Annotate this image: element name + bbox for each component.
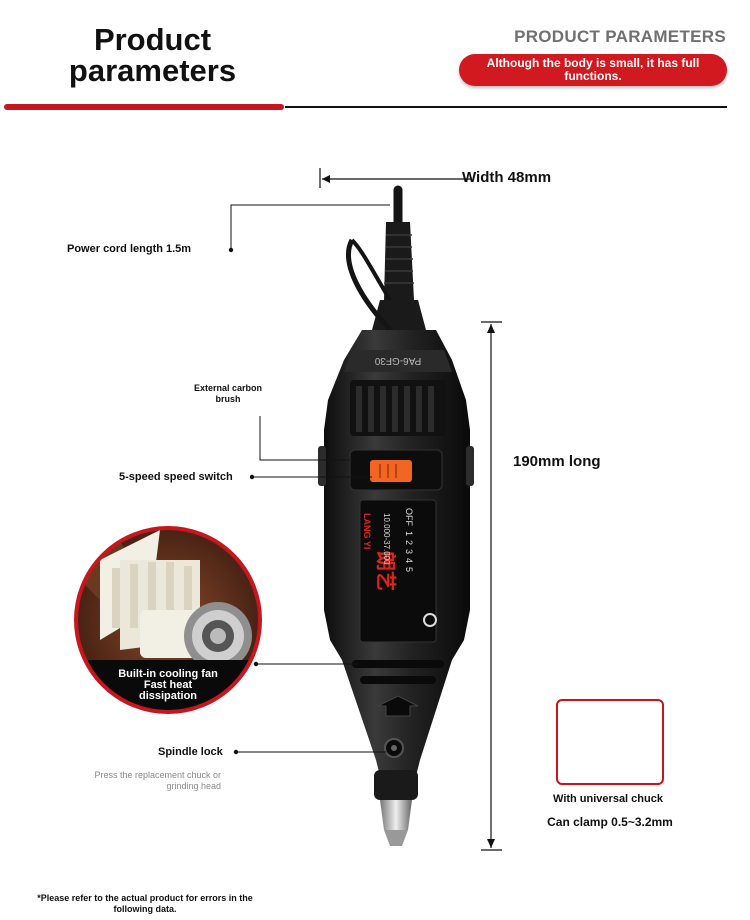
- speed-scale-2: 2: [404, 540, 414, 545]
- speed-scale-4: 4: [404, 558, 414, 563]
- title-line-1: Product: [93, 22, 212, 57]
- cooling-fan-label: Built-in cooling fan Fast heat dissipati…: [96, 669, 240, 702]
- brand-en: LANG YI: [362, 513, 372, 549]
- header-divider: [285, 106, 727, 108]
- chuck-frame: [556, 699, 664, 785]
- footnote: *Please refer to the actual product for …: [20, 893, 270, 915]
- width-dimension-arrow: [319, 168, 472, 188]
- rotary-tool-body: PA6-GF30 OFF 1 2 3 4 5 朗艺 LANG YI 10.0: [318, 330, 474, 846]
- tagline-pill: Although the body is small, it has full …: [459, 54, 727, 86]
- speed-scale-5: 5: [404, 567, 414, 572]
- callout-dots: [228, 247, 259, 755]
- power-cord-label: Power cord length 1.5m: [67, 243, 192, 255]
- speed-scale-off: OFF: [404, 508, 414, 526]
- cooling-fan-line-1: Built-in cooling fan: [118, 668, 218, 680]
- speed-scale-3: 3: [404, 549, 414, 554]
- footnote-line-2: following data.: [113, 904, 177, 914]
- footnote-line-1: *Please refer to the actual product for …: [37, 893, 253, 903]
- chuck-caption: With universal chuck: [553, 793, 663, 805]
- callout-leader-lines: [230, 204, 390, 753]
- cooling-fan-line-3: dissipation: [138, 690, 198, 702]
- spindle-lock-note: Press the replacement chuck or grinding …: [60, 770, 221, 792]
- carbon-brush-line-1: External carbon: [193, 383, 263, 393]
- tagline-text: Although the body is small, it has full …: [486, 56, 700, 83]
- length-dimension-arrow: [481, 321, 502, 851]
- title-line-2: parameters: [68, 53, 237, 88]
- page-title: Product parameters: [20, 24, 285, 86]
- power-cord: [346, 185, 426, 340]
- carbon-brush-line-2: brush: [215, 394, 241, 404]
- brand-cn: 朗艺: [374, 551, 398, 591]
- spindle-note-line-1: Press the replacement chuck or: [94, 770, 221, 780]
- chuck-clamp-range: Can clamp 0.5~3.2mm: [547, 815, 673, 829]
- spindle-lock-label: Spindle lock: [158, 746, 223, 758]
- cooling-fan-inset: [74, 526, 262, 714]
- width-label: Width 48mm: [462, 169, 552, 186]
- section-heading: PRODUCT PARAMETERS: [514, 27, 726, 46]
- speed-scale-1: 1: [404, 531, 414, 536]
- brand-logo-icon: [423, 613, 437, 627]
- rpm-marking: 10.000-37.000: [382, 513, 391, 565]
- spindle-note-line-2: grinding head: [166, 781, 221, 791]
- length-label: 190mm long: [513, 453, 601, 470]
- speed-switch-label: 5-speed speed switch: [119, 471, 233, 483]
- cooling-fan-line-2: Fast heat: [143, 679, 193, 691]
- material-marking: PA6-GF30: [374, 355, 421, 366]
- carbon-brush-label: External carbon brush: [178, 383, 278, 405]
- header-accent-bar: [4, 104, 284, 110]
- speed-switch-slider: [370, 460, 412, 482]
